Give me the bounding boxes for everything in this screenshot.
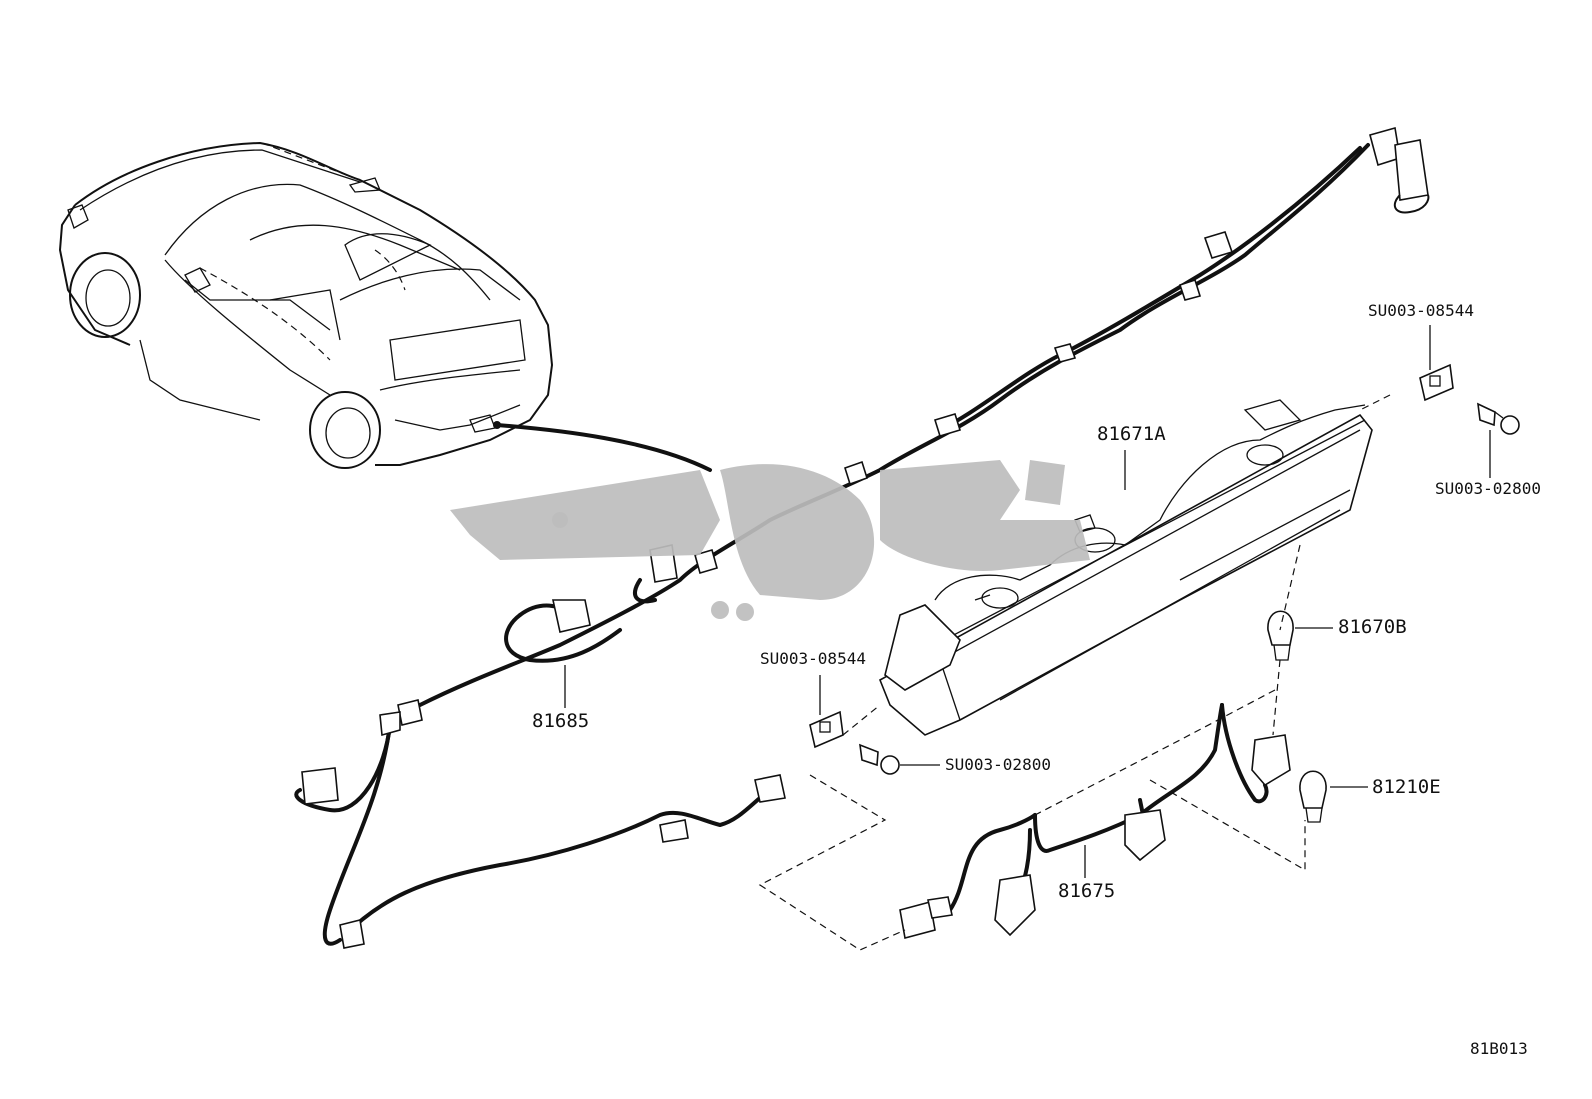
label-nut-clip-right: SU003-08544	[1368, 301, 1474, 320]
label-81210E: 81210E	[1372, 776, 1441, 798]
label-81675: 81675	[1058, 880, 1115, 902]
bulbs	[1267, 610, 1327, 823]
wire-harness-main	[294, 126, 1430, 949]
reference-lines	[758, 394, 1391, 951]
watermark-logo	[450, 460, 1090, 621]
part-labels: 81671A 81670B 81210E 81685 81675 SU003-0…	[532, 301, 1541, 1058]
label-bolt-left: SU003-02800	[945, 755, 1051, 774]
label-81670B: 81670B	[1338, 616, 1407, 638]
label-81685: 81685	[532, 710, 589, 732]
lamp-assembly-81671A	[878, 399, 1373, 736]
vehicle-illustration	[58, 141, 554, 469]
wire-socket-81675	[899, 703, 1291, 939]
label-bolt-right: SU003-02800	[1435, 479, 1541, 498]
fasteners	[809, 363, 1520, 775]
label-81671A: 81671A	[1097, 423, 1166, 445]
diagram-code: 81B013	[1470, 1039, 1528, 1058]
leader-lines	[564, 325, 1491, 878]
label-nut-clip-left: SU003-08544	[760, 649, 866, 668]
